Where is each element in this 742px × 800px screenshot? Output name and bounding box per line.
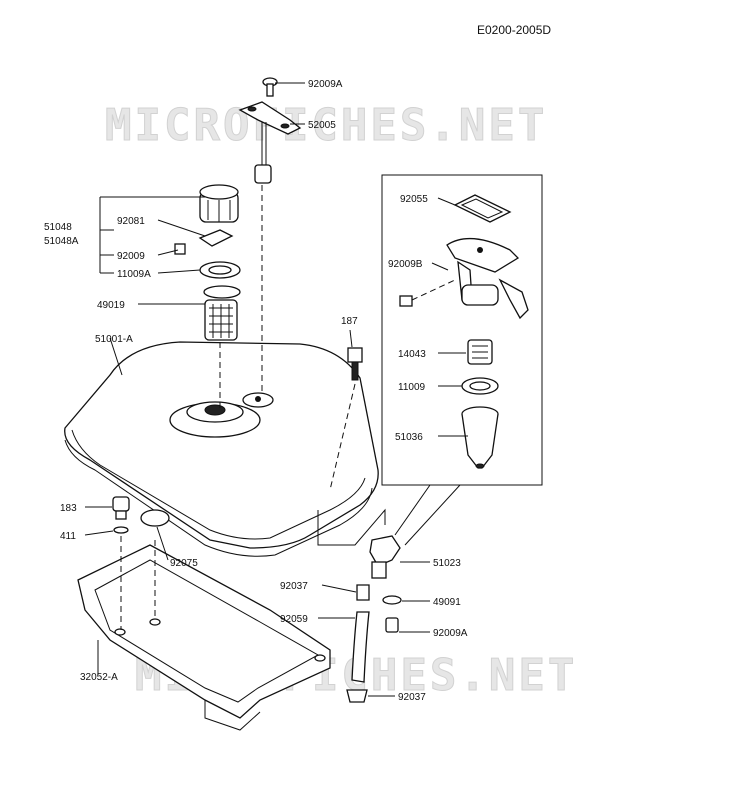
watermark-top: MICROFICHES.NET [105, 100, 547, 151]
label-92009B: 92009B [388, 259, 423, 270]
fuel-cap-assembly [174, 184, 241, 410]
drain-plug-assembly [112, 496, 170, 630]
label-11009A: 11009A [117, 269, 151, 280]
skid-plate [77, 544, 331, 731]
label-49019: 49019 [97, 300, 125, 311]
label-92009: 92009 [117, 251, 145, 262]
fuel-cock-detail-box [381, 174, 543, 546]
label-92037-lower: 92037 [398, 692, 426, 703]
fuel-line-assembly [317, 508, 402, 703]
label-51048A: 51048A [44, 236, 79, 247]
label-14043: 14043 [398, 349, 426, 360]
label-32052A: 32052-A [80, 672, 118, 683]
label-183: 183 [60, 503, 77, 514]
leader-lines [84, 82, 468, 697]
label-92059: 92059 [280, 614, 308, 625]
fuel-gauge-assembly [238, 77, 302, 395]
label-51048: 51048 [44, 222, 72, 233]
label-92037-upper: 92037 [280, 581, 308, 592]
label-51036: 51036 [395, 432, 423, 443]
label-92009A-top: 92009A [308, 79, 343, 90]
label-92075: 92075 [170, 558, 198, 569]
fuel-tank [64, 341, 379, 557]
diagram-code: E0200-2005D [477, 23, 551, 37]
label-92009A-low: 92009A [433, 628, 468, 639]
label-187: 187 [341, 316, 358, 327]
label-51023: 51023 [433, 558, 461, 569]
label-52005: 52005 [308, 120, 336, 131]
label-49091: 49091 [433, 597, 461, 608]
bolt-187 [329, 347, 363, 491]
label-51001A: 51001-A [95, 334, 133, 345]
label-92081: 92081 [117, 216, 145, 227]
label-411: 411 [60, 531, 76, 542]
label-11009: 11009 [398, 382, 426, 393]
label-92055: 92055 [400, 194, 428, 205]
